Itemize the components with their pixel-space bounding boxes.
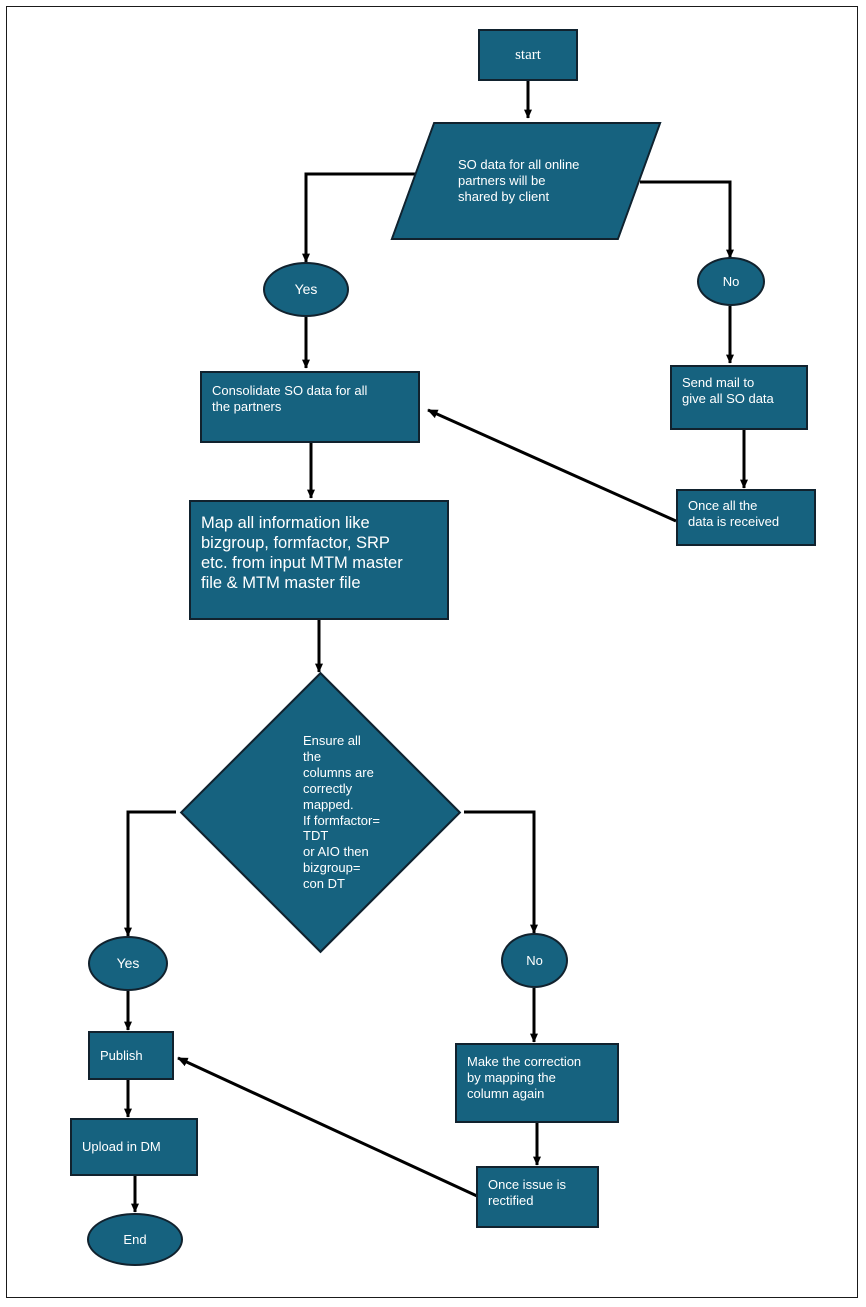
node-map-info[interactable]: Map all information like bizgroup, formf… (189, 500, 449, 620)
node-yes-1[interactable]: Yes (263, 262, 349, 317)
node-yes-2[interactable]: Yes (88, 936, 168, 991)
node-ensure-decision-label: Ensure all the columns are correctly map… (303, 733, 380, 891)
node-end-label: End (123, 1231, 147, 1247)
node-send-mail[interactable]: Send mail to give all SO data (670, 365, 808, 430)
node-so-data-label: SO data for all online partners will be … (458, 157, 580, 204)
node-end[interactable]: End (87, 1213, 183, 1266)
node-yes-1-label: Yes (294, 280, 318, 297)
node-consolidate[interactable]: Consolidate SO data for all the partners (200, 371, 420, 443)
node-make-correction-label: Make the correction by mapping the colum… (467, 1054, 582, 1101)
node-consolidate-label: Consolidate SO data for all the partners (212, 383, 368, 414)
node-publish[interactable]: Publish (88, 1031, 174, 1080)
node-upload-dm[interactable]: Upload in DM (70, 1118, 198, 1176)
node-start[interactable]: start (478, 29, 578, 81)
node-yes-2-label: Yes (116, 954, 140, 971)
node-no-2-label: No (526, 952, 543, 968)
node-upload-dm-label: Upload in DM (82, 1139, 161, 1155)
node-no-2[interactable]: No (501, 933, 568, 988)
node-send-mail-label: Send mail to give all SO data (682, 375, 774, 406)
node-start-label: start (515, 46, 541, 63)
node-no-1-label: No (722, 273, 740, 289)
node-so-data[interactable]: SO data for all online partners will be … (390, 122, 662, 240)
node-once-issue-label: Once issue is rectified (488, 1177, 567, 1208)
node-once-all-data[interactable]: Once all the data is received (676, 489, 816, 546)
node-map-info-label: Map all information like bizgroup, formf… (201, 514, 403, 593)
node-once-issue[interactable]: Once issue is rectified (476, 1166, 599, 1228)
node-ensure-decision[interactable]: Ensure all the columns are correctly map… (179, 671, 462, 954)
node-once-all-data-label: Once all the data is received (688, 498, 780, 529)
node-make-correction[interactable]: Make the correction by mapping the colum… (455, 1043, 619, 1123)
node-no-1[interactable]: No (697, 257, 765, 306)
node-publish-label: Publish (100, 1047, 143, 1063)
